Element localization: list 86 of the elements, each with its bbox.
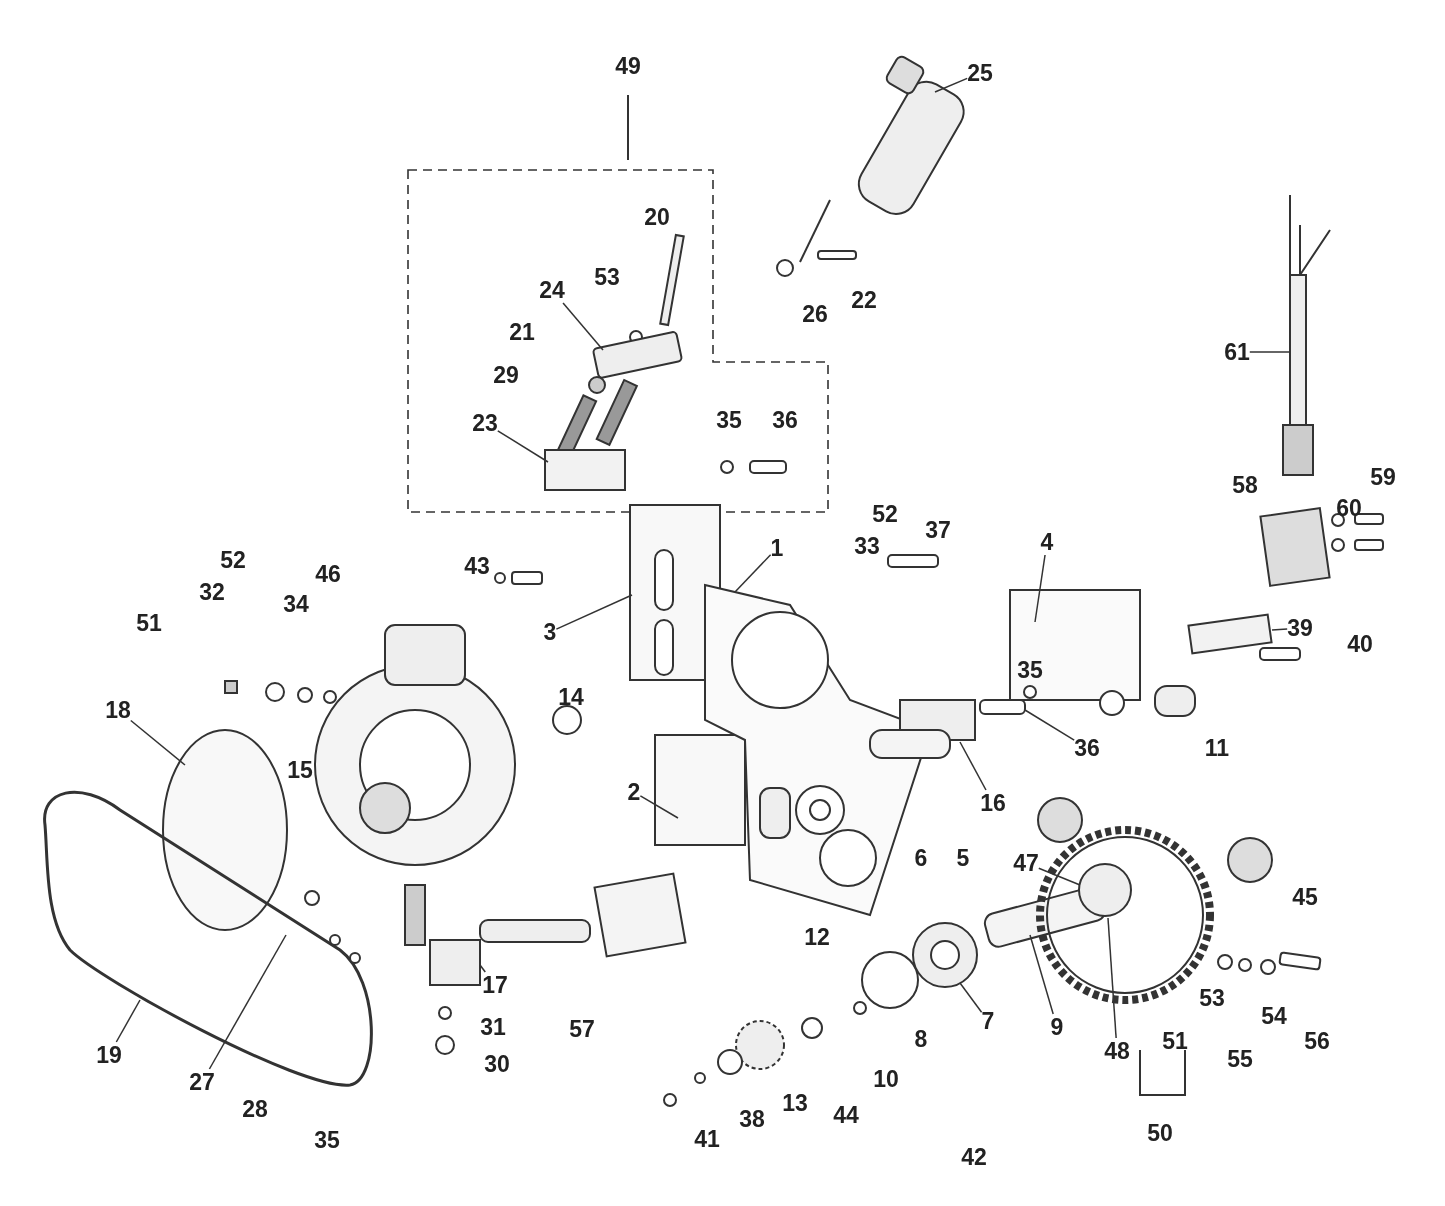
callout-number: 23 [472, 410, 498, 436]
leader-line [934, 77, 968, 93]
callout-number: 45 [1292, 884, 1318, 910]
callout-number: 39 [1287, 615, 1313, 641]
callout-number: 17 [482, 972, 508, 998]
leader-line [1034, 554, 1046, 623]
callout-number: 53 [594, 264, 620, 290]
callout-number: 48 [1104, 1038, 1130, 1064]
callout-number: 36 [1074, 735, 1100, 761]
callout-number: 35 [1017, 657, 1043, 683]
leader-line [959, 741, 987, 791]
callout-number: 29 [493, 362, 519, 388]
callout-number: 1 [770, 535, 784, 561]
callout-number: 18 [105, 697, 131, 723]
callout-number: 36 [772, 407, 798, 433]
callout-number: 4 [1040, 529, 1054, 555]
leader-line [959, 982, 983, 1014]
leader-line [497, 430, 549, 463]
callout-number: 21 [509, 319, 535, 345]
callout-number: 35 [716, 407, 742, 433]
callout-number: 32 [199, 579, 225, 605]
leader-line [1024, 709, 1075, 741]
leader-line [1038, 867, 1081, 886]
callout-number: 42 [961, 1144, 987, 1170]
callout-number: 51 [1162, 1028, 1188, 1054]
leader-line [1271, 628, 1288, 631]
callout-number: 53 [1199, 985, 1225, 1011]
leader-line [130, 719, 186, 766]
callout-number: 58 [1232, 472, 1258, 498]
callout-number: 15 [287, 757, 313, 783]
callout-number: 54 [1261, 1003, 1287, 1029]
callout-number: 40 [1347, 631, 1373, 657]
leader-line [734, 553, 772, 593]
leader-line [479, 964, 486, 973]
callout-number: 47 [1013, 850, 1039, 876]
leader-line [1107, 917, 1117, 1039]
callout-number: 25 [967, 60, 993, 86]
callout-number: 10 [873, 1066, 899, 1092]
callout-number: 52 [220, 547, 246, 573]
callout-number: 11 [1204, 735, 1230, 761]
callout-number: 8 [914, 1026, 928, 1052]
leader-line [555, 594, 633, 630]
leader-line [115, 999, 141, 1043]
leader-line [1249, 351, 1291, 353]
callout-number: 38 [739, 1106, 765, 1132]
callout-number: 19 [96, 1042, 122, 1068]
callout-number: 2 [627, 779, 641, 805]
callout-number: 43 [464, 553, 490, 579]
leader-line [639, 795, 679, 819]
callout-number: 49 [615, 53, 641, 79]
callout-number: 31 [480, 1014, 506, 1040]
callout-number: 56 [1304, 1028, 1330, 1054]
leader-line [562, 302, 604, 351]
callout-number: 55 [1227, 1046, 1253, 1072]
callout-number: 6 [914, 845, 928, 871]
leader-line [1029, 934, 1054, 1015]
callout-number: 35 [314, 1127, 340, 1153]
callout-number: 28 [242, 1096, 268, 1122]
callout-number: 52 [872, 501, 898, 527]
callout-number: 50 [1147, 1120, 1173, 1146]
callout-number: 57 [569, 1016, 595, 1042]
callout-number: 44 [833, 1102, 859, 1128]
callout-number: 60 [1336, 495, 1362, 521]
callout-number: 22 [851, 287, 877, 313]
callout-number: 9 [1050, 1014, 1064, 1040]
callout-number: 20 [644, 204, 670, 230]
callout-number: 12 [804, 924, 830, 950]
callout-number: 34 [283, 591, 309, 617]
callout-number: 46 [315, 561, 341, 587]
callout-number: 30 [484, 1051, 510, 1077]
leader-line [208, 934, 287, 1070]
callout-number: 16 [980, 790, 1006, 816]
callout-number: 5 [956, 845, 970, 871]
callout-number: 33 [854, 533, 880, 559]
callout-number: 14 [558, 684, 584, 710]
callout-number: 59 [1370, 464, 1396, 490]
callout-number: 41 [694, 1126, 720, 1152]
callout-number: 24 [539, 277, 565, 303]
callout-number: 51 [136, 610, 162, 636]
callout-number: 26 [802, 301, 828, 327]
callout-number: 7 [981, 1008, 995, 1034]
callout-number: 27 [189, 1069, 215, 1095]
callout-number: 13 [782, 1090, 808, 1116]
callout-number: 37 [925, 517, 951, 543]
callout-number: 3 [543, 619, 557, 645]
callout-number: 61 [1224, 339, 1250, 365]
